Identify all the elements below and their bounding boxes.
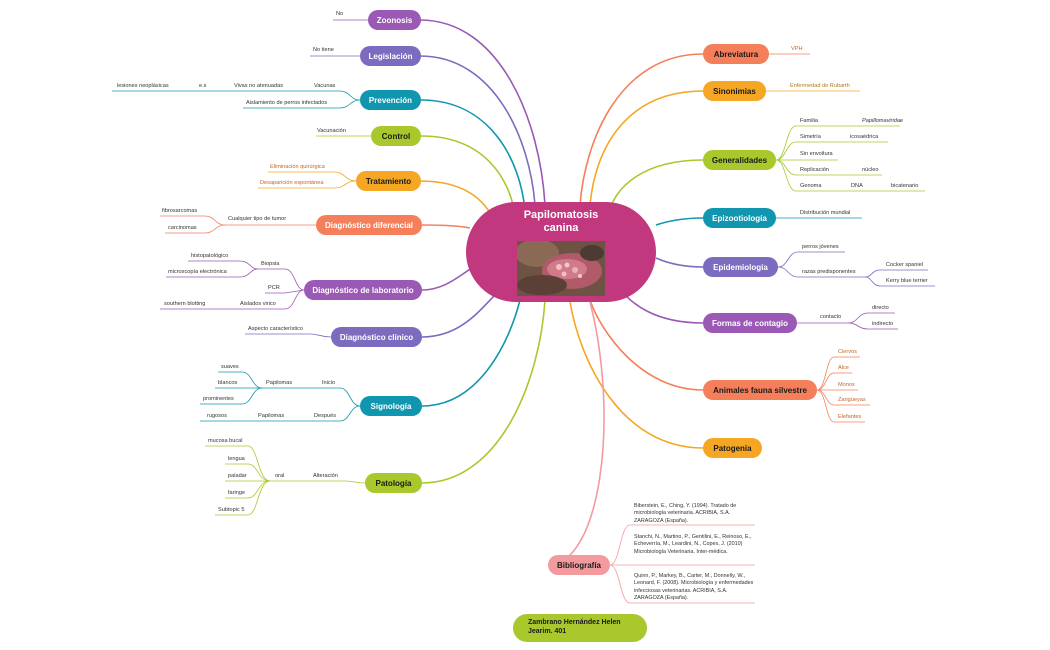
subtopic-distribucion-mundial[interactable]: Distribución mundial — [800, 210, 851, 216]
subtopic-perros-jovenes[interactable]: perros jóvenes — [802, 244, 839, 250]
subtopic-enfermedad-rubarth[interactable]: Enfermedad de Rubarth — [790, 83, 850, 89]
subtopic-icosaedrica[interactable]: icosaédrica — [850, 134, 879, 140]
subtopic-pcr[interactable]: PCR — [268, 285, 280, 291]
subtopic-lengua[interactable]: lengua — [228, 456, 245, 462]
topic-diagnostico-laboratorio[interactable]: Diagnóstico de laboratorio — [304, 280, 422, 300]
subtopic-rugosos[interactable]: rugosos — [207, 413, 227, 419]
subtopic-inicio[interactable]: Inicio — [322, 380, 336, 386]
subtopic-microscopia-electronica[interactable]: microscopía electrónica — [168, 269, 227, 275]
central-topic-photo — [517, 241, 605, 296]
subtopic-despues[interactable]: Después — [314, 413, 337, 419]
topic-patologia[interactable]: Patología — [365, 473, 422, 493]
subtopic-carcinomas[interactable]: carcinomas — [168, 225, 197, 231]
topic-signologia[interactable]: Signología — [360, 396, 422, 416]
subtopic-monos[interactable]: Monos — [838, 382, 855, 388]
subtopic-mucosa-bucal[interactable]: mucosa bucal — [208, 438, 243, 444]
subtopic-faringe[interactable]: faringe — [228, 490, 246, 496]
subtopic-histopatologico[interactable]: histopatológico — [191, 253, 229, 259]
subtopic-vacunas[interactable]: Vacunas — [314, 83, 336, 89]
subtopic-dna[interactable]: DNA — [851, 183, 863, 189]
central-topic-title: Papilomatosis canina — [523, 209, 599, 234]
subtopic-familia[interactable]: Familia — [800, 118, 819, 124]
subtopic-sin-envoltura[interactable]: Sin envoltura — [800, 151, 833, 157]
subtopic-indirecto[interactable]: indirecto — [872, 321, 894, 327]
subtopic-alteracion[interactable]: Alteración — [313, 473, 338, 479]
subtopic-alce[interactable]: Alce — [838, 365, 849, 371]
topic-animales-fauna-silvestre[interactable]: Animales fauna silvestre — [703, 380, 817, 400]
subtopic-vivas-no-atenuadas[interactable]: Vivas no atenuadas — [234, 83, 284, 89]
subtopic-southern-blotting[interactable]: southern blotting — [164, 301, 206, 307]
topic-epidemiologia[interactable]: Epidemiología — [703, 257, 778, 277]
reference-quinn[interactable]: Quinn, P., Markey, B., Carter, M., Donne… — [634, 573, 754, 601]
subtopic-subtopic-5[interactable]: Subtopic 5 — [218, 507, 245, 513]
subtopic-aspecto-caracteristico[interactable]: Aspecto característico — [248, 326, 304, 332]
topic-zoonosis[interactable]: Zoonosis — [368, 10, 421, 30]
reference-biberstein[interactable]: Biberstein, E., Ching, Y. (1994). Tratad… — [634, 503, 737, 524]
subtopic-fibrosarcomas[interactable]: fibrosarcomas — [162, 208, 198, 214]
topic-abreviatura[interactable]: Abreviatura — [703, 44, 769, 64]
subtopic-blancos[interactable]: blancos — [218, 380, 238, 386]
subtopic-zoonosis-no[interactable]: No — [336, 11, 344, 17]
subtopic-papilomas-inicio[interactable]: Papilomas — [266, 380, 293, 386]
subtopic-zarigueyas[interactable]: Zarigüeyas — [838, 397, 866, 403]
subtopic-razas-predisponentes[interactable]: razas predisponentes — [802, 269, 856, 275]
subtopic-bicatenario[interactable]: bicatenario — [891, 183, 919, 189]
subtopic-legislacion-no-tiene[interactable]: No tiene — [313, 47, 334, 53]
subtopic-vph[interactable]: VPH — [791, 46, 803, 52]
reference-stanchi[interactable]: Stanchi, N., Martino, P., Gentilini, E.,… — [634, 534, 752, 555]
subtopic-nucleo[interactable]: núcleo — [862, 167, 879, 173]
subtopic-contacto[interactable]: contacto — [820, 314, 842, 320]
topic-legislacion[interactable]: Legislación — [360, 46, 421, 66]
topic-generalidades[interactable]: Generalidades — [703, 150, 776, 170]
author-node[interactable]: Zambrano Hernández Helen Jearim. 401 — [513, 614, 647, 642]
topic-diagnostico-diferencial[interactable]: Diagnóstico diferencial — [316, 215, 422, 235]
topic-tratamiento[interactable]: Tratamiento — [356, 171, 421, 191]
topic-bibliografia[interactable]: Bibliografía — [548, 555, 610, 575]
subtopic-papillomaviridae[interactable]: Papillomaviridae — [862, 118, 904, 124]
subtopic-desaparicion-espontanea[interactable]: Desaparición espontánea — [260, 180, 324, 186]
subtopic-elefantes[interactable]: Elefantes — [838, 414, 862, 420]
topic-prevencion[interactable]: Prevención — [360, 90, 421, 110]
subtopic-replicacion[interactable]: Replicación — [800, 167, 829, 173]
topic-diagnostico-clinico[interactable]: Diagnóstico clínico — [331, 327, 422, 347]
subtopic-aislados-virico[interactable]: Aislados virico — [240, 301, 276, 307]
subtopic-oral[interactable]: oral — [275, 473, 285, 479]
subtopic-papilomas-despues[interactable]: Papilomas — [258, 413, 285, 419]
subtopic-lesiones-neoplasicas[interactable]: lesiones neoplásicas — [117, 83, 169, 89]
subtopic-simetria[interactable]: Simetría — [800, 134, 821, 140]
topic-sinonimias[interactable]: Sinonimias — [703, 81, 766, 101]
author-name: Zambrano Hernández Helen Jearim. 401 — [528, 619, 621, 635]
subtopic-genoma[interactable]: Genoma — [800, 183, 822, 189]
topic-control[interactable]: Control — [371, 126, 421, 146]
subtopic-kerry-blue-terrier[interactable]: Kerry blue terrier — [886, 278, 928, 284]
topic-epizootiologia[interactable]: Epizootiología — [703, 208, 776, 228]
subtopic-cocker-spaniel[interactable]: Cocker spaniel — [886, 262, 923, 268]
subtopic-ciervos[interactable]: Ciervos — [838, 349, 857, 355]
subtopic-suaves[interactable]: suaves — [221, 364, 239, 370]
subtopic-aislamiento[interactable]: Aislamiento de perros infectados — [246, 100, 328, 106]
subtopic-cualquier-tumor[interactable]: Cualquier tipo de tumor — [228, 216, 287, 222]
subtopic-prominentes[interactable]: prominentes — [203, 396, 234, 402]
central-topic[interactable]: Papilomatosis canina — [466, 202, 656, 302]
subtopic-es[interactable]: e.s — [199, 83, 207, 89]
subtopic-vacunacion[interactable]: Vacunación — [317, 128, 346, 134]
topic-formas-contagio[interactable]: Formas de contagio — [703, 313, 797, 333]
subtopic-directo[interactable]: directo — [872, 305, 889, 311]
dog-mouth-papilloma-photo — [517, 241, 605, 296]
subtopic-biopsia[interactable]: Biopsia — [261, 261, 280, 267]
topic-patogenia[interactable]: Patogenia — [703, 438, 762, 458]
subtopic-paladar[interactable]: paladar — [228, 473, 247, 479]
subtopic-eliminacion-quirurgica[interactable]: Eliminación quirúrgica — [270, 164, 325, 170]
